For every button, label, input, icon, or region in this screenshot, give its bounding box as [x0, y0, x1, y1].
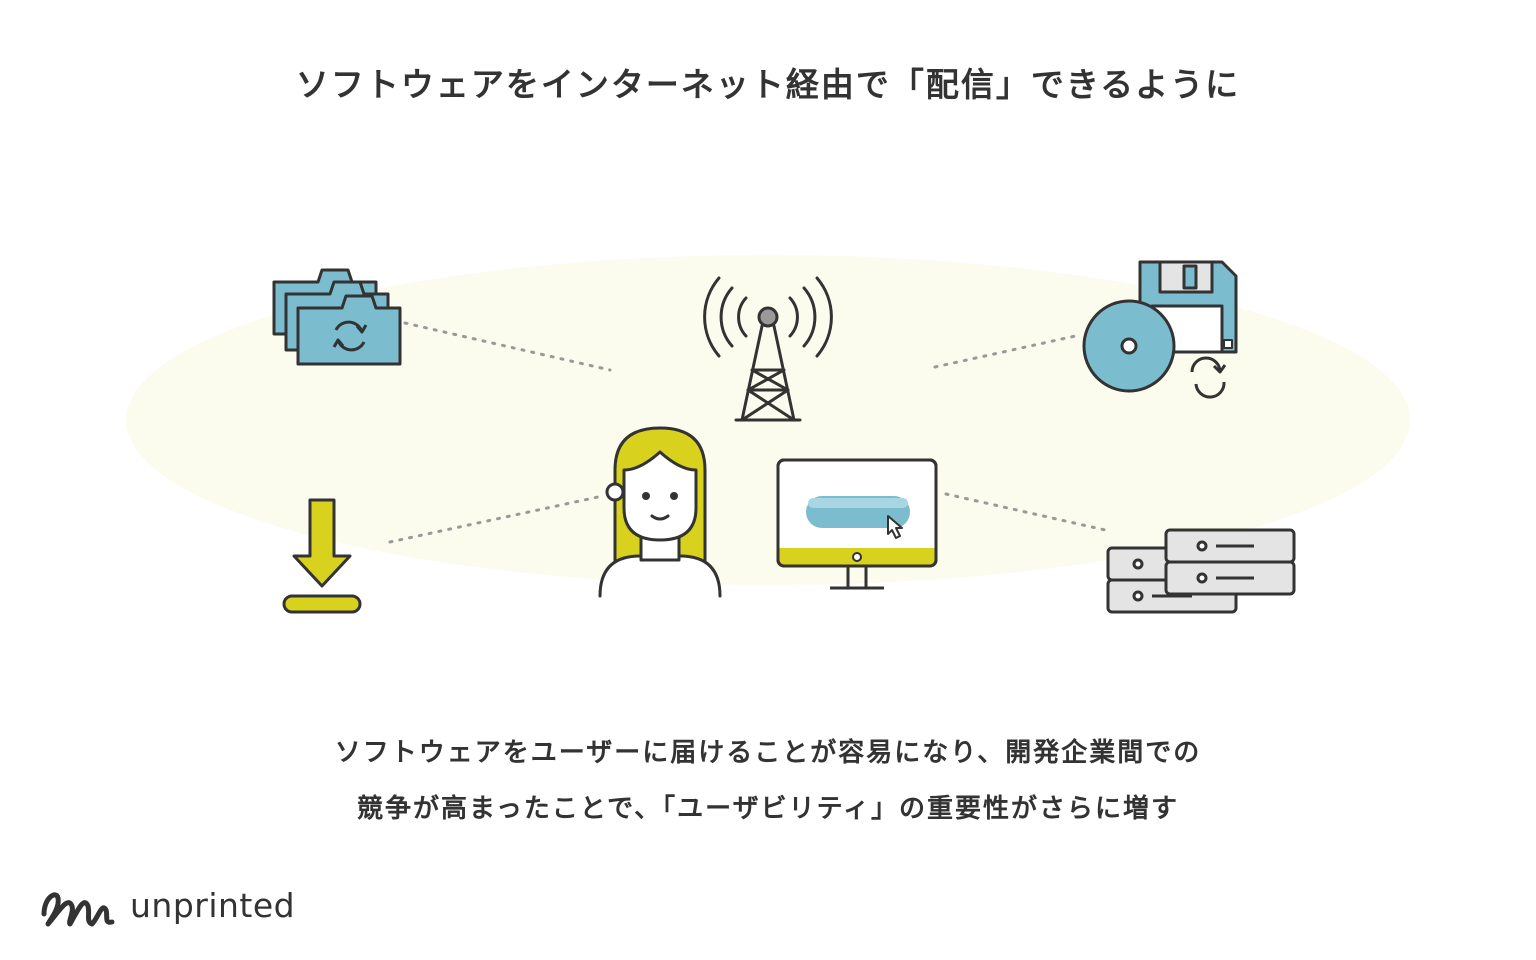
brand-logo: unprinted — [38, 880, 295, 930]
logo-text: unprinted — [130, 885, 296, 925]
disc-floppy-icon — [1082, 260, 1238, 399]
unprinted-logo-mark — [41, 892, 115, 927]
download-icon — [282, 498, 362, 614]
server-stack-icon — [1106, 528, 1296, 614]
description-line-2: 競争が高まったことで、「ユーザビリティ」の重要性がさらに増す — [356, 794, 1180, 824]
connector-lines — [388, 321, 1107, 544]
monitor-icon — [776, 458, 938, 590]
connector-server — [944, 492, 1107, 532]
sync-folders-icon — [272, 268, 402, 366]
description-line-1: ソフトウェアをユーザーに届けることが容易になり、開発企業間での — [334, 738, 1202, 768]
cursor-icon — [887, 515, 903, 539]
page-title: ソフトウェアをインターネット経由で「配信」できるように — [295, 65, 1241, 104]
user-icon — [598, 426, 722, 598]
radio-tower-icon — [703, 276, 833, 422]
